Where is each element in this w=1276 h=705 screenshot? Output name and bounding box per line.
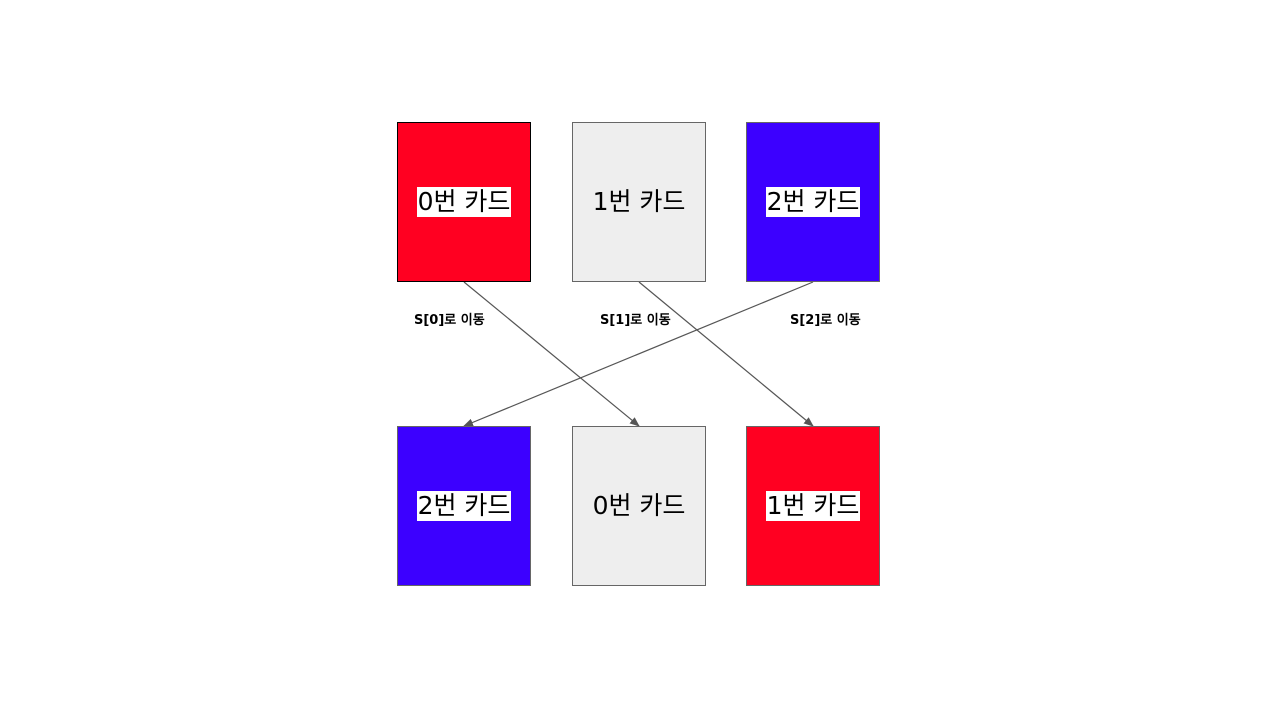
top-card-1: 1번 카드 (572, 122, 706, 282)
arrow-2 (463, 281, 814, 427)
bottom-card-0-label: 2번 카드 (416, 491, 512, 521)
bottom-card-1: 0번 카드 (572, 426, 706, 586)
bottom-card-2: 1번 카드 (746, 426, 880, 586)
top-card-0: 0번 카드 (397, 122, 531, 282)
bottom-card-1-label: 0번 카드 (592, 491, 686, 520)
top-card-0-label: 0번 카드 (416, 187, 512, 217)
top-card-1-label: 1번 카드 (592, 187, 686, 216)
arrow-1 (638, 281, 814, 427)
edge-label-1: S[1]로 이동 (600, 313, 671, 328)
top-card-2: 2번 카드 (746, 122, 880, 282)
top-card-2-label: 2번 카드 (765, 187, 861, 217)
edge-label-0: S[0]로 이동 (414, 313, 485, 328)
edge-label-2: S[2]로 이동 (790, 313, 861, 328)
bottom-card-2-label: 1번 카드 (765, 491, 861, 521)
bottom-card-0: 2번 카드 (397, 426, 531, 586)
arrow-0 (463, 281, 640, 427)
